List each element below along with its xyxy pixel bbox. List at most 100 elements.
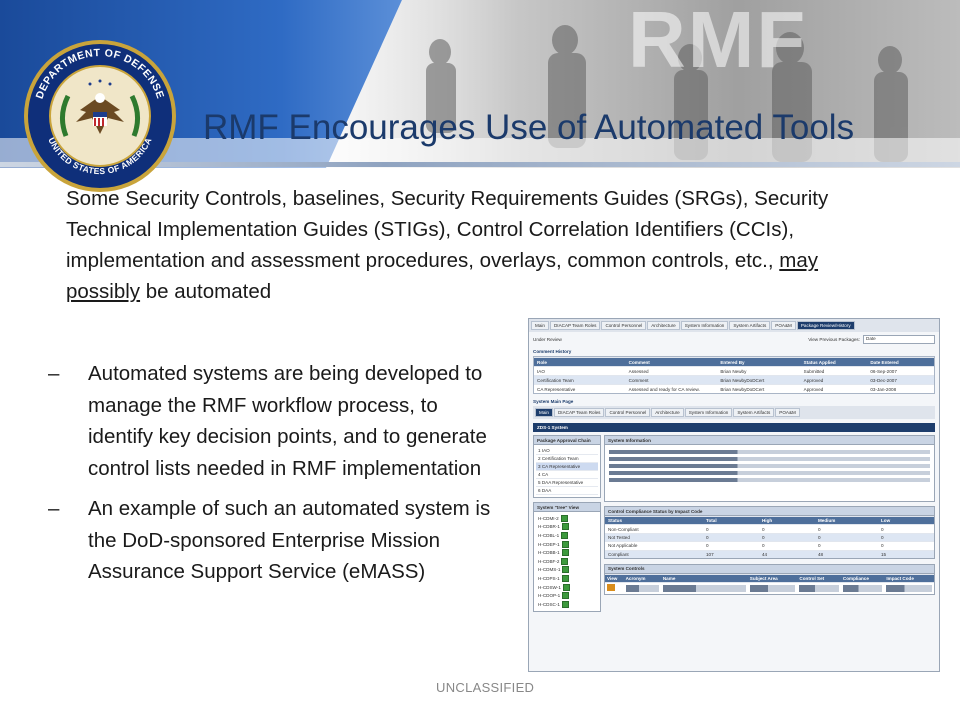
slide-title: RMF Encourages Use of Automated Tools	[203, 108, 855, 147]
tab-system-artifacts[interactable]: System Artifacts	[729, 321, 771, 330]
inner-tab-system-information[interactable]: System Information	[684, 408, 733, 417]
approval-step[interactable]: 2 Certification Team	[536, 455, 598, 463]
tree-item[interactable]: H-CDBF-2	[536, 557, 598, 566]
column-header: Comment	[628, 359, 650, 365]
tab-package-review-history[interactable]: Package Review/History	[796, 321, 855, 330]
left-column: Package Approval Chain 1 IAO 2 Certifica…	[533, 435, 601, 612]
table-cell: 0	[880, 543, 884, 549]
status-square-icon	[562, 583, 570, 591]
title-divider	[0, 162, 960, 167]
column-header: Compliance	[842, 576, 869, 582]
tree-item[interactable]: H-CDBL-1	[536, 531, 598, 540]
tree-item[interactable]: H-CDMS-1	[536, 566, 598, 575]
tab-poam[interactable]: POA&M	[771, 321, 796, 330]
inner-tab-architecture[interactable]: Architecture	[651, 408, 684, 417]
table-cell: 03-Jan-2008	[870, 386, 897, 392]
tab-system-information[interactable]: System Information	[680, 321, 729, 330]
tab-control-personnel[interactable]: Control Personnel	[601, 321, 647, 330]
table-row: Certification Team Comment Brian NewbyDo…	[534, 375, 934, 384]
approval-step[interactable]: 5 DAA Representative	[536, 479, 598, 487]
table-cell: 107	[705, 551, 714, 557]
table-row: Not Applicable 0 0 0 0	[605, 541, 934, 549]
view-record-icon[interactable]	[607, 584, 615, 591]
table-row: Compliant 107 44 48 15	[605, 549, 934, 558]
tree-item[interactable]: H-CDBB-1	[536, 548, 598, 557]
table-cell: Brian NewbyDoDCert	[720, 386, 765, 392]
column-header: Control Set	[799, 576, 825, 582]
tree-item[interactable]: H-CDBR-1	[536, 523, 598, 532]
table-cell: 06-Sep-2007	[870, 368, 897, 374]
tree-item-label: H-CDBR-1	[538, 524, 560, 530]
column-header: View	[607, 576, 618, 582]
table-cell	[797, 583, 840, 594]
approval-step[interactable]: 3 CA Representative	[536, 463, 598, 471]
tree-item[interactable]: H-CDSC-1	[536, 600, 598, 609]
table-cell: 0	[705, 543, 709, 549]
table-cell: 0	[705, 534, 709, 540]
table-header-row: View Acronym Name Subject Area Control S…	[605, 573, 934, 583]
column-header: Impact Code	[886, 576, 914, 582]
inner-tab-diacap-team-roles[interactable]: DIACAP Team Roles	[553, 408, 605, 417]
system-controls-title: System Controls	[604, 563, 935, 574]
approval-step-label: CA	[541, 472, 549, 477]
tree-item-label: H-CDMI-2	[538, 515, 559, 521]
tree-item-label: H-CDPS-1	[538, 575, 560, 581]
tree-item[interactable]: H-CDMI-2	[536, 514, 598, 523]
tab-architecture[interactable]: Architecture	[647, 321, 680, 330]
status-square-icon	[562, 566, 570, 574]
inner-tab-control-personnel[interactable]: Control Personnel	[605, 408, 651, 417]
tab-diacap-team-roles[interactable]: DIACAP Team Roles	[549, 321, 601, 330]
inner-tab-poam[interactable]: POA&M	[775, 408, 800, 417]
emass-screenshot: Main DIACAP Team Roles Control Personnel…	[528, 318, 940, 672]
column-header: Medium	[817, 518, 836, 524]
inner-tab-system-artifacts[interactable]: System Artifacts	[733, 408, 775, 417]
tab-main[interactable]: Main	[531, 321, 549, 330]
intro-text-end: be automated	[140, 280, 272, 303]
column-header: Role	[537, 359, 547, 365]
tree-item-label: H-CDBL-1	[538, 532, 560, 538]
bullet-text: An example of such an automated system i…	[88, 497, 491, 583]
right-column: System Information Control Compliance St…	[604, 435, 935, 612]
table-row: Not Tested 0 0 0 0	[605, 532, 934, 542]
tree-item[interactable]: H-CDEP-1	[536, 540, 598, 549]
column-header: Status	[608, 518, 623, 524]
status-square-icon	[561, 600, 569, 608]
system-info-title: System Information	[604, 435, 935, 445]
classification-footer: UNCLASSIFIED	[436, 680, 535, 695]
tree-item[interactable]: H-CDOP-1	[536, 591, 598, 600]
tree-item-label: H-CDEP-1	[538, 541, 560, 547]
approval-step[interactable]: 1 IAO	[536, 447, 598, 455]
tree-item[interactable]: H-CDSW-1	[536, 583, 598, 592]
table-cell: 0	[761, 543, 765, 549]
approval-step-label: DAA	[541, 488, 552, 493]
approval-chain-title: Package Approval Chain	[533, 435, 601, 445]
tree-item[interactable]: H-CDPS-1	[536, 574, 598, 583]
table-cell: 0	[817, 543, 821, 549]
info-line	[609, 471, 930, 475]
table-cell: Brian Newby	[720, 368, 747, 374]
column-header: Entered By	[720, 359, 745, 365]
system-info-panel	[604, 445, 935, 502]
bullet-item: – An example of such an automated system…	[42, 493, 502, 588]
status-square-icon	[560, 514, 568, 522]
approval-step[interactable]: 4 CA	[536, 471, 598, 479]
inner-tab-main[interactable]: Main	[535, 408, 553, 417]
system-controls-table: View Acronym Name Subject Area Control S…	[604, 573, 935, 595]
status-square-icon	[561, 574, 569, 582]
status-bar: Under Review View Previous Packages: Dat…	[529, 332, 939, 347]
system-name-header: ZDS-1 System	[533, 423, 935, 432]
tree-view-title: System "tree" View	[533, 502, 601, 512]
info-line	[609, 478, 930, 482]
table-cell	[748, 583, 798, 594]
table-cell: Not Applicable	[608, 543, 638, 549]
table-row[interactable]	[605, 582, 934, 594]
approval-step[interactable]: 6 DAA	[536, 487, 598, 495]
column-header: Low	[880, 518, 891, 524]
table-cell: Approved	[803, 386, 824, 392]
approval-step-label: DAA Representative	[541, 480, 584, 485]
table-header-row: Status Total High Medium Low	[605, 516, 934, 525]
table-cell: Assessed	[628, 368, 649, 374]
view-packages-select[interactable]: Date	[863, 335, 935, 344]
status-square-icon	[561, 557, 569, 565]
bullet-item: – Automated systems are being developed …	[42, 358, 502, 484]
